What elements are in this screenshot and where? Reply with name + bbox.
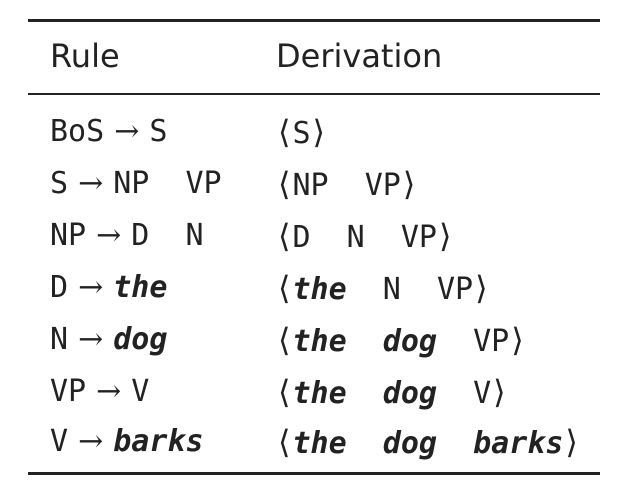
right-angle-bracket: ⟩ bbox=[438, 217, 452, 255]
rule-cell: NP → D N bbox=[50, 210, 204, 262]
arrow-icon: → bbox=[96, 374, 122, 409]
left-angle-bracket: ⟨ bbox=[278, 373, 291, 411]
left-angle-bracket: ⟨ bbox=[278, 321, 291, 359]
bottom-rule-line bbox=[28, 472, 600, 475]
derivation-text: D N VP bbox=[292, 220, 437, 255]
rule-rhs: V bbox=[131, 374, 150, 409]
rule-cell: VP → V bbox=[50, 366, 149, 418]
rule-lhs: N bbox=[50, 322, 69, 357]
derivation-terminals: the bbox=[292, 272, 347, 307]
table-row: V → barks ⟨the dog barks⟩ bbox=[0, 416, 622, 468]
derivation-nonterminals: VP bbox=[436, 324, 510, 359]
rule-lhs: VP bbox=[50, 374, 87, 409]
rule-cell: N → dog bbox=[50, 314, 167, 366]
header-rule: Rule bbox=[50, 37, 120, 75]
right-angle-bracket: ⟩ bbox=[565, 423, 578, 461]
arrow-icon: → bbox=[78, 322, 104, 357]
left-angle-bracket: ⟨ bbox=[278, 269, 291, 307]
arrow-icon: → bbox=[78, 270, 104, 305]
derivation-cell: ⟨NP VP⟩ bbox=[276, 158, 417, 212]
derivation-text: S bbox=[292, 116, 311, 151]
derivation-terminals: the dog bbox=[292, 376, 437, 411]
derivation-cell: ⟨D N VP⟩ bbox=[276, 210, 453, 264]
rule-rhs: dog bbox=[113, 322, 168, 357]
derivation-cell: ⟨the N VP⟩ bbox=[276, 262, 490, 316]
arrow-icon: → bbox=[78, 424, 104, 459]
rule-rhs: the bbox=[113, 270, 168, 305]
arrow-icon: → bbox=[96, 218, 122, 253]
rule-cell: S → NP VP bbox=[50, 158, 222, 210]
rule-lhs: V bbox=[50, 424, 69, 459]
rule-rhs: barks bbox=[113, 424, 204, 459]
right-angle-bracket: ⟩ bbox=[493, 373, 506, 411]
left-angle-bracket: ⟨ bbox=[278, 423, 291, 461]
derivation-cell: ⟨the dog VP⟩ bbox=[276, 314, 526, 368]
rule-rhs: S bbox=[149, 114, 168, 149]
rule-lhs: BoS bbox=[50, 114, 105, 149]
table-row: NP → D N ⟨D N VP⟩ bbox=[0, 210, 622, 262]
rule-cell: D → the bbox=[50, 262, 167, 314]
derivation-terminals: the dog bbox=[292, 324, 437, 359]
header-derivation: Derivation bbox=[276, 37, 443, 75]
arrow-icon: → bbox=[78, 166, 104, 201]
table-row: D→the ⟨the N VP⟩ bbox=[0, 262, 622, 314]
rule-lhs: NP bbox=[50, 218, 87, 253]
rule-cell: BoS → S bbox=[50, 106, 167, 158]
right-angle-bracket: ⟩ bbox=[475, 269, 488, 307]
table-row: S→NP VP ⟨NP VP⟩ bbox=[0, 158, 622, 210]
rule-rhs: NP VP bbox=[113, 166, 222, 201]
rule-lhs: S bbox=[50, 166, 69, 201]
derivation-nonterminals: N VP bbox=[346, 272, 474, 307]
rule-cell: V → barks bbox=[50, 416, 204, 468]
left-angle-bracket: ⟨ bbox=[278, 165, 291, 203]
right-angle-bracket: ⟩ bbox=[312, 113, 326, 151]
arrow-icon: → bbox=[114, 114, 140, 149]
table-row: VP→V ⟨the dog V⟩ bbox=[0, 366, 622, 418]
derivation-text: NP VP bbox=[292, 168, 401, 203]
top-rule-line bbox=[28, 19, 600, 22]
derivation-nonterminals: V bbox=[436, 376, 492, 411]
rule-lhs: D bbox=[50, 270, 69, 305]
derivation-terminals: the dog barks bbox=[292, 426, 564, 461]
left-angle-bracket: ⟨ bbox=[278, 217, 291, 255]
table-row: BoS→S ⟨S⟩ bbox=[0, 106, 622, 158]
right-angle-bracket: ⟩ bbox=[511, 321, 524, 359]
derivation-cell: ⟨the dog V⟩ bbox=[276, 366, 508, 420]
derivation-cell: ⟨the dog barks⟩ bbox=[276, 416, 580, 470]
table-row: N → dog ⟨the dog VP⟩ bbox=[0, 314, 622, 366]
left-angle-bracket: ⟨ bbox=[278, 113, 291, 151]
rule-rhs: D N bbox=[131, 218, 204, 253]
right-angle-bracket: ⟩ bbox=[402, 165, 416, 203]
derivation-cell: ⟨S⟩ bbox=[276, 106, 327, 160]
header-separator-line bbox=[28, 93, 600, 95]
